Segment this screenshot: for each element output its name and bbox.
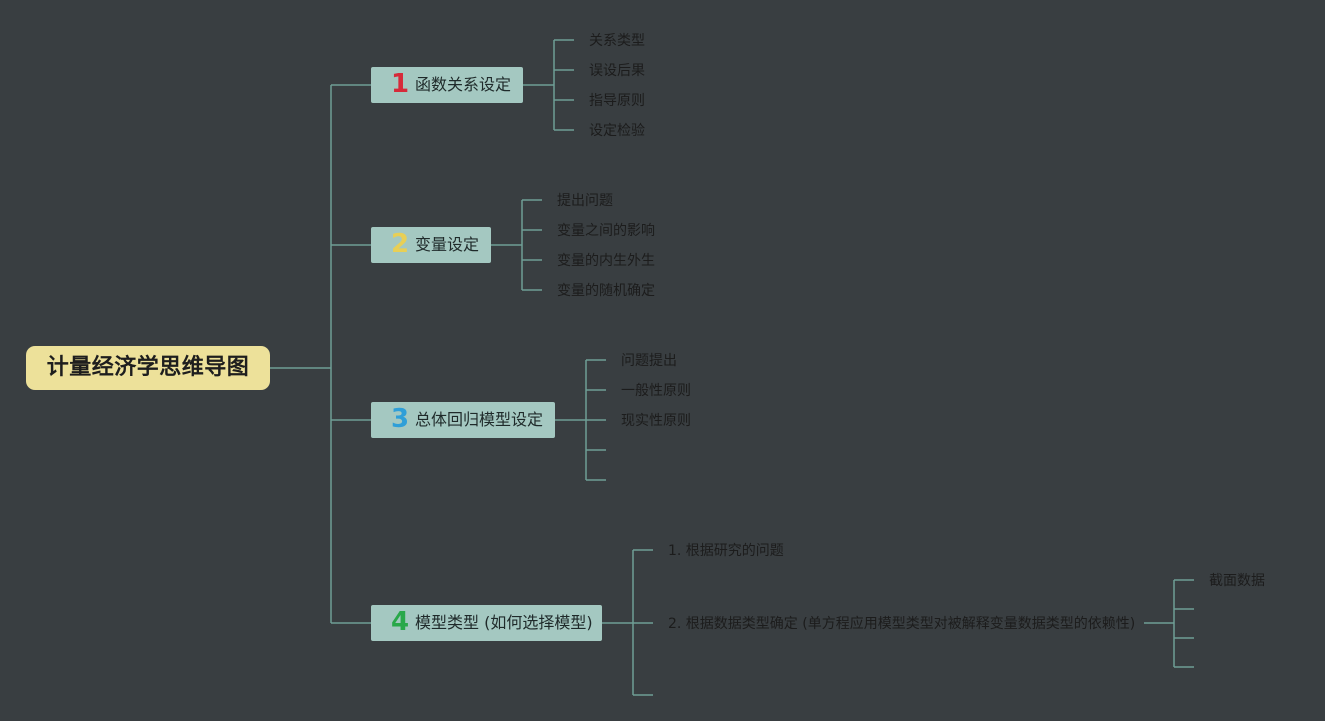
- branch-number-1: 1: [391, 69, 410, 99]
- branch-topic-1[interactable]: 1 函数关系设定: [371, 67, 523, 103]
- subtopic-4-2-1[interactable]: 截面数据: [1209, 573, 1265, 589]
- branch-topic-2[interactable]: 2 变量设定: [371, 227, 491, 263]
- subtopic-2-1[interactable]: 提出问题: [557, 193, 613, 209]
- root-topic[interactable]: 计量经济学思维导图: [26, 346, 270, 390]
- subtopic-4-1[interactable]: 1. 根据研究的问题: [668, 543, 784, 559]
- subtopic-4-2[interactable]: 2. 根据数据类型确定 (单方程应用模型类型对被解释变量数据类型的依赖性): [668, 616, 1136, 632]
- subtopic-1-4[interactable]: 设定检验: [589, 123, 645, 139]
- subtopic-1-2[interactable]: 误设后果: [589, 63, 645, 79]
- subtopic-3-3[interactable]: 现实性原则: [621, 413, 691, 429]
- branch-number-2: 2: [391, 229, 410, 259]
- subtopic-1-3[interactable]: 指导原则: [589, 93, 645, 109]
- branch-label-2: 变量设定: [415, 235, 480, 254]
- subtopic-3-2[interactable]: 一般性原则: [621, 383, 691, 399]
- branch-number-3: 3: [391, 404, 410, 434]
- subtopic-2-4[interactable]: 变量的随机确定: [557, 283, 655, 299]
- subtopic-3-1[interactable]: 问题提出: [621, 353, 677, 369]
- branch-number-4: 4: [391, 607, 410, 637]
- branch-label-1: 函数关系设定: [415, 75, 512, 94]
- subtopic-1-1[interactable]: 关系类型: [589, 33, 645, 49]
- subtopic-2-3[interactable]: 变量的内生外生: [557, 253, 655, 269]
- subtopic-2-2[interactable]: 变量之间的影响: [557, 223, 655, 239]
- branch-label-4: 模型类型 (如何选择模型): [415, 613, 593, 632]
- branch-topic-4[interactable]: 4 模型类型 (如何选择模型): [371, 605, 602, 641]
- branch-label-3: 总体回归模型设定: [415, 410, 544, 429]
- branch-topic-3[interactable]: 3 总体回归模型设定: [371, 402, 555, 438]
